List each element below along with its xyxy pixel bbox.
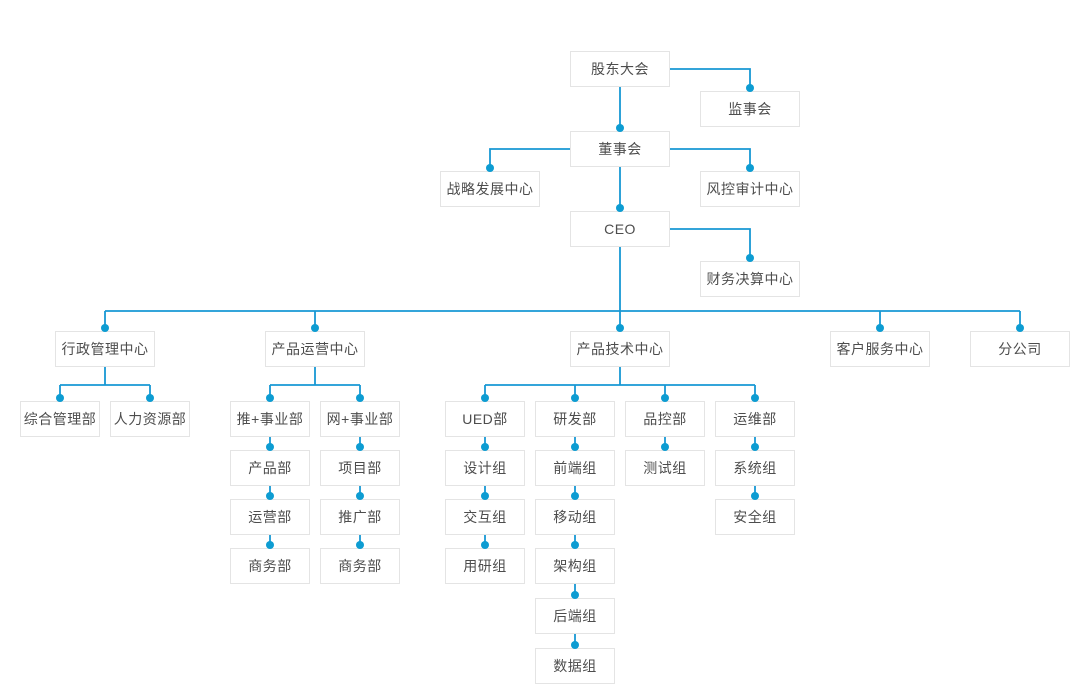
org-node-hr-dept: 人力资源部	[110, 401, 190, 437]
org-node-product-ops-center: 产品运营中心	[265, 331, 365, 367]
org-node-rd-dept: 研发部	[535, 401, 615, 437]
org-node-system-group: 系统组	[715, 450, 795, 486]
org-node-operation-dept: 运营部	[230, 499, 310, 535]
org-node-qc-dept: 品控部	[625, 401, 705, 437]
org-node-testing-group: 测试组	[625, 450, 705, 486]
org-node-shareholders-meeting: 股东大会	[570, 51, 670, 87]
org-node-product-tech-center: 产品技术中心	[570, 331, 670, 367]
connector-line	[670, 148, 751, 168]
org-node-risk-audit-center: 风控审计中心	[700, 171, 800, 207]
org-node-backend-group: 后端组	[535, 598, 615, 634]
org-node-tui-division: 推+事业部	[230, 401, 310, 437]
org-node-general-mgmt-dept: 综合管理部	[20, 401, 100, 437]
org-node-ued-dept: UED部	[445, 401, 525, 437]
org-node-branch-company: 分公司	[970, 331, 1070, 367]
org-node-finance-center: 财务决算中心	[700, 261, 800, 297]
org-node-board-of-directors: 董事会	[570, 131, 670, 167]
connector-line	[489, 148, 570, 168]
connector-line	[670, 228, 751, 258]
org-node-promotion-dept: 推广部	[320, 499, 400, 535]
org-node-wang-division: 网+事业部	[320, 401, 400, 437]
org-node-customer-service-center: 客户服务中心	[830, 331, 930, 367]
org-node-data-group: 数据组	[535, 648, 615, 684]
org-node-business-dept-wang: 商务部	[320, 548, 400, 584]
org-node-project-dept: 项目部	[320, 450, 400, 486]
connector-line	[670, 68, 751, 88]
org-node-admin-center: 行政管理中心	[55, 331, 155, 367]
org-node-design-group: 设计组	[445, 450, 525, 486]
org-node-security-group: 安全组	[715, 499, 795, 535]
org-node-frontend-group: 前端组	[535, 450, 615, 486]
org-node-om-dept: 运维部	[715, 401, 795, 437]
org-node-mobile-group: 移动组	[535, 499, 615, 535]
org-node-supervisory-board: 监事会	[700, 91, 800, 127]
org-node-user-research-group: 用研组	[445, 548, 525, 584]
org-node-business-dept-tui: 商务部	[230, 548, 310, 584]
org-node-architecture-group: 架构组	[535, 548, 615, 584]
org-node-strategy-center: 战略发展中心	[440, 171, 540, 207]
org-node-interaction-group: 交互组	[445, 499, 525, 535]
org-node-product-dept: 产品部	[230, 450, 310, 486]
org-node-ceo: CEO	[570, 211, 670, 247]
